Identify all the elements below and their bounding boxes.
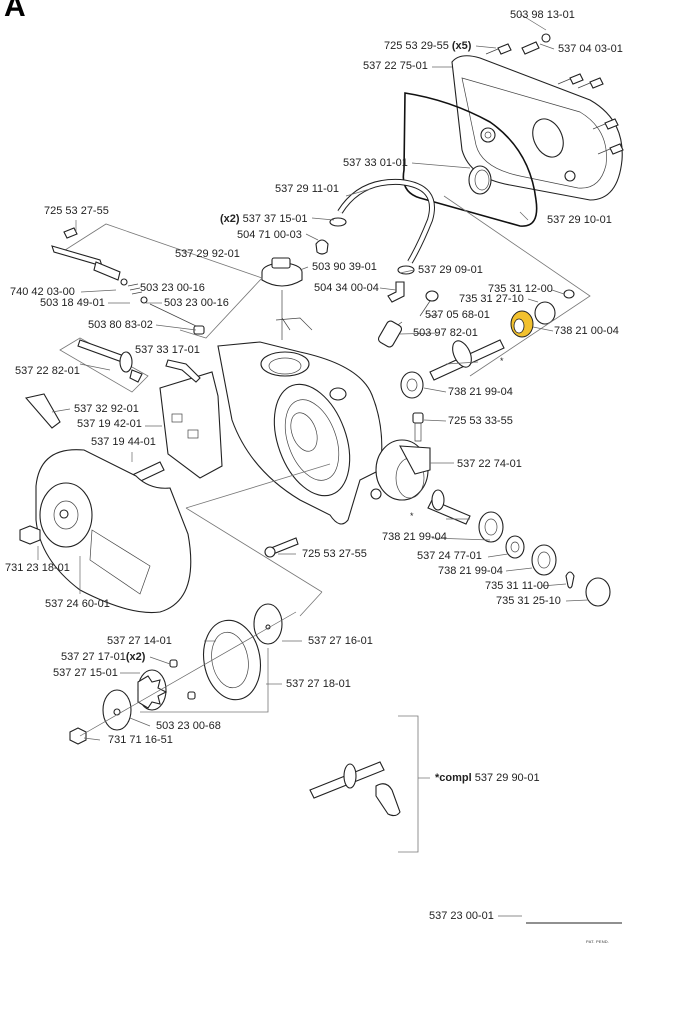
part-label: 537 27 15-01 [53,667,118,679]
part-label: 740 42 03-00 [10,286,75,298]
bevel-gear-kit-537-29-90-01 [309,715,430,853]
part-label: 537 27 17-01(x2) [61,651,146,663]
part-label: 537 27 16-01 [308,635,373,647]
water-hose-537-29-11-01 [337,178,435,264]
part-label: 537 24 60-01 [45,598,110,610]
guide-plate-537-32-92-01 [24,393,61,429]
part-label: 503 98 13-01 [510,9,575,21]
part-label: 725 53 27-55 [302,548,367,560]
part-label: 735 31 12-00 [488,283,553,295]
part-label: 725 53 29-55 (x5) [384,40,472,52]
screw-725-53-27-55-lower [264,537,299,558]
filter-504-71-00-03 [315,239,329,255]
part-label: 503 23 00-16 [164,297,229,309]
screw-725-53-33-55 [412,412,424,442]
part-label: (x2) 537 37 15-01 [220,213,308,225]
part-label: 537 29 09-01 [418,264,483,276]
part-label: 537 04 03-01 [558,43,623,55]
tension-screw-537-22-82-01 [59,337,149,393]
part-label: 537 22 75-01 [363,60,428,72]
gear-housing [217,341,383,525]
gasket-537-29-10-01 [402,92,538,227]
part-label: 735 31 27-10 [459,293,524,305]
chain-guide-plate-537-19-42-01 [159,371,223,479]
oil-cap-503-90-39-01 [261,257,313,340]
part-label: 731 23 18-01 [5,562,70,574]
part-label: 735 31 25-10 [496,595,561,607]
part-label: 503 80 83-02 [88,319,153,331]
part-label: 537 33 17-01 [135,344,200,356]
tensioner-assembly-537-29-92-01 [51,223,263,339]
clutch-drum-group-537-27-18-01 [69,603,297,745]
pin-537-04-03-01 [521,33,551,55]
spring-503-97-82-01 [377,320,403,348]
part-label: 738 21 99-04 [438,565,503,577]
part-label: 503 18 49-01 [40,297,105,309]
part-label: 537 29 10-01 [547,214,612,226]
part-label: 537 27 14-01 [107,635,172,647]
part-label: 725 53 33-55 [448,415,513,427]
part-label: 537 29 92-01 [175,248,240,260]
part-label: 503 97 82-01 [413,327,478,339]
part-label: 537 22 74-01 [457,458,522,470]
part-label: 738 21 00-04 [554,325,619,337]
part-label: 504 34 00-04 [314,282,379,294]
bearing-738-21-99-04-upper [400,371,424,399]
clutch-cover-537-24-60-01 [35,449,192,614]
part-label: *compl 537 29 90-01 [435,772,540,784]
asterisk-mark: * [410,511,414,521]
part-label: 503 23 00-68 [156,720,221,732]
part-label: 537 22 82-01 [15,365,80,377]
bearing-738-21-99-04-lower-b [531,544,557,576]
part-label: 738 21 99-04 [382,531,447,543]
part-label: 725 53 27-55 [44,205,109,217]
nut-731-23-18-01 [19,525,41,545]
part-label: 503 90 39-01 [312,261,377,273]
part-label: 537 23 00-01 [429,910,494,922]
leader-lines [37,13,591,917]
part-label: 735 31 11-00 [485,580,550,592]
part-label: 537 27 18-01 [286,678,351,690]
part-label: 537 05 68-01 [425,309,490,321]
ring-735-31-12-00 [563,289,575,299]
clip-735-31-11-00 [565,571,575,589]
bearing-738-21-99-04-lower-a [478,511,504,543]
gear-shaft-lower [427,489,471,525]
part-label: 537 29 11-01 [275,183,340,195]
tension-spring-537-33-17-01 [165,359,201,383]
part-label: 504 71 00-03 [237,229,302,241]
elbow-fitting-504-34-00-04 [387,281,405,303]
circlip-735-31-27-10 [534,301,556,325]
part-label: 738 21 99-04 [448,386,513,398]
part-label: 537 33 01-01 [343,157,408,169]
spacer-537-24-77-01 [505,535,525,559]
part-label: 731 71 16-51 [108,734,173,746]
bearing-738-21-00-04-highlighted [510,310,534,338]
section-letter: A [4,0,26,23]
patent-note: PAT. PEND. [586,939,610,944]
part-label: 537 19 42-01 [77,418,142,430]
asterisk-mark: * [500,356,504,366]
arm-bracket-537-22-74-01 [370,439,431,501]
part-label: 537 32 92-01 [74,403,139,415]
seal-537-33-01-01 [468,165,492,195]
part-label: 503 23 00-16 [140,282,205,294]
circlip-735-31-25-10 [585,577,611,607]
part-label: 537 24 77-01 [417,550,482,562]
gear-shaft-upper [429,339,505,381]
valve-537-05-68-01 [419,290,439,317]
screws-725-53-29-55 [485,43,624,155]
part-label: 537 19 44-01 [91,436,156,448]
